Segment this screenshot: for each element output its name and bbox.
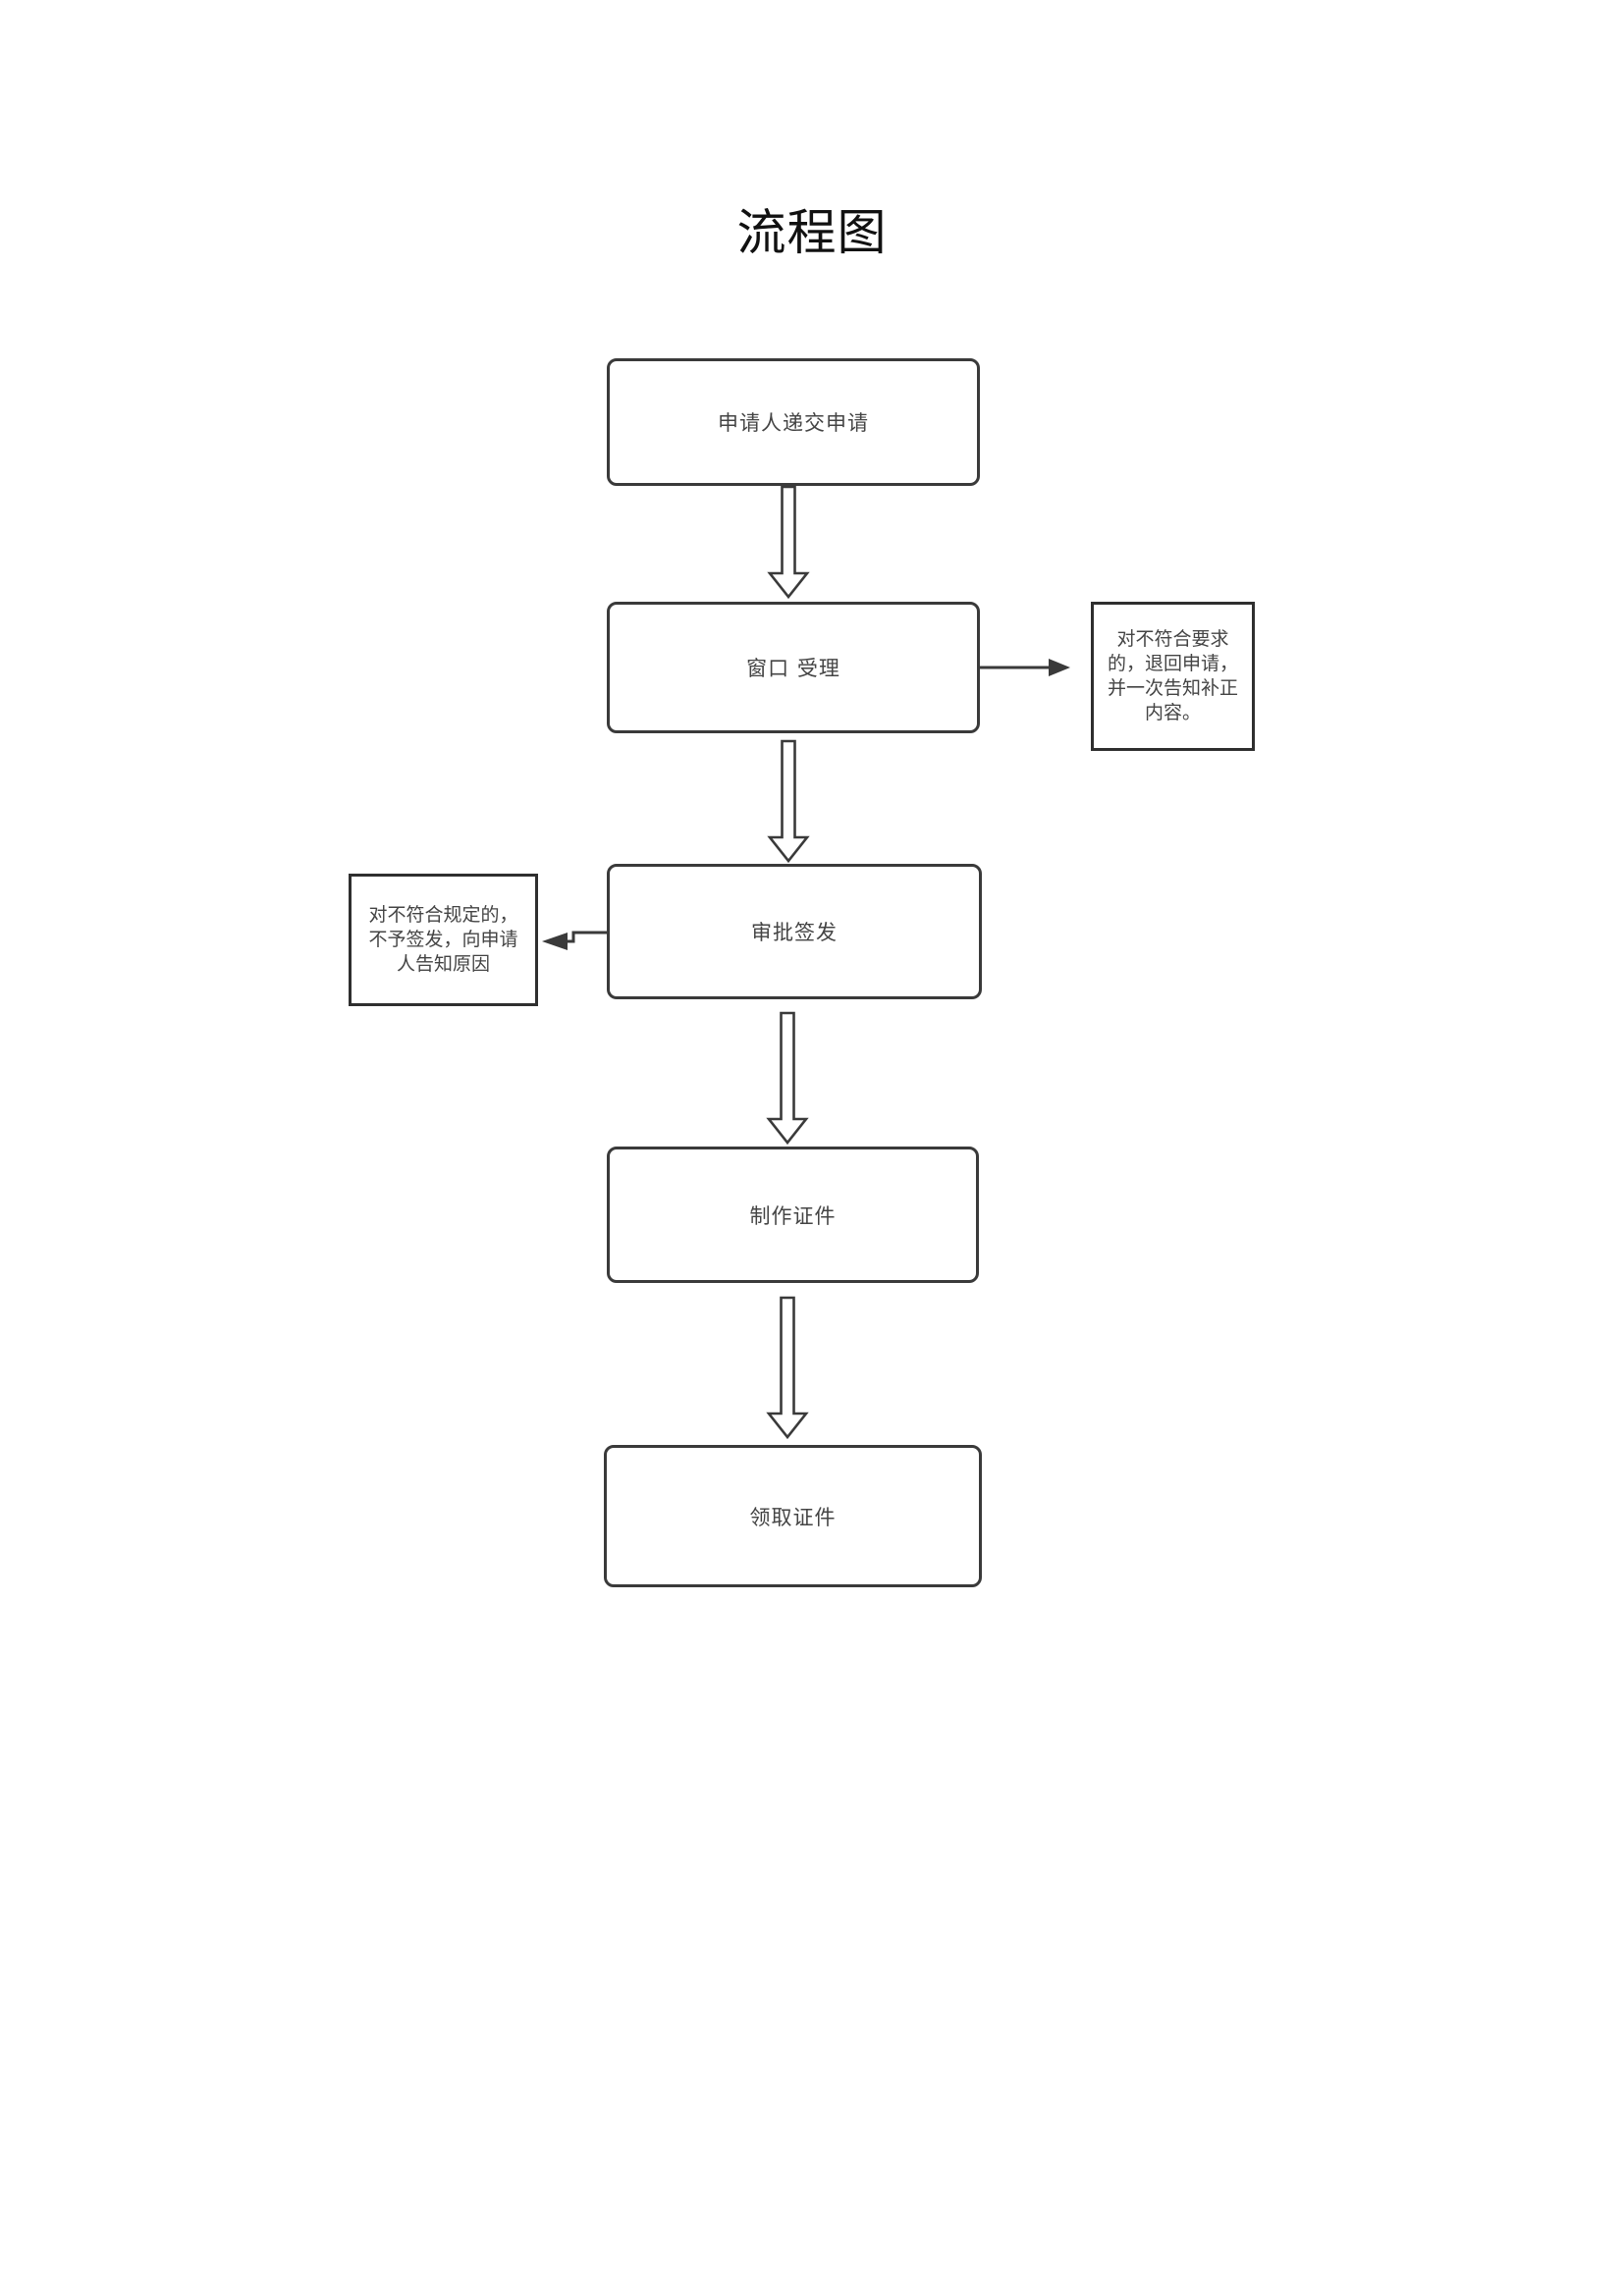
- arrow-submit-to-acceptance-icon: [767, 485, 810, 600]
- node-window-acceptance-label: 窗口 受理: [746, 657, 840, 680]
- arrow-approval-to-make-icon: [766, 1011, 809, 1146]
- arrow-acceptance-to-return-head-icon: [1049, 659, 1070, 676]
- arrow-approval-to-refuse-line: [568, 931, 607, 943]
- node-submit-application: 申请人递交申请: [607, 358, 980, 486]
- node-make-certificate: 制作证件: [607, 1147, 979, 1283]
- node-make-certificate-label: 制作证件: [749, 1203, 837, 1228]
- note-refuse-issuance: 对不符合规定的， 不予签发，向申请 人告知原因: [349, 874, 538, 1006]
- note-return-application-line: 并一次告知补正: [1107, 677, 1238, 699]
- note-refuse-issuance-line: 人告知原因: [396, 953, 490, 975]
- note-return-application-line: 对不符合要求: [1116, 628, 1229, 650]
- arrow-acceptance-to-approval-icon: [767, 739, 810, 864]
- node-window-acceptance: 窗口 受理: [607, 602, 980, 733]
- note-return-application: 对不符合要求 的，退回申请， 并一次告知补正 内容。: [1091, 602, 1255, 751]
- note-return-application-line: 的，退回申请，: [1107, 653, 1238, 674]
- note-return-application-line: 内容。: [1144, 702, 1201, 723]
- node-collect-certificate: 领取证件: [604, 1445, 982, 1587]
- note-refuse-issuance-line: 不予签发，向申请: [368, 929, 518, 950]
- arrow-approval-to-refuse-head-icon: [542, 933, 568, 950]
- node-collect-certificate-label: 领取证件: [749, 1505, 837, 1529]
- arrow-make-to-collect-icon: [766, 1296, 809, 1440]
- page-title: 流程图: [736, 204, 888, 261]
- note-refuse-issuance-line: 对不符合规定的，: [368, 904, 518, 926]
- node-approval-issuance-label: 审批签发: [751, 921, 838, 944]
- node-approval-issuance: 审批签发: [607, 864, 982, 999]
- node-submit-application-label: 申请人递交申请: [718, 411, 869, 435]
